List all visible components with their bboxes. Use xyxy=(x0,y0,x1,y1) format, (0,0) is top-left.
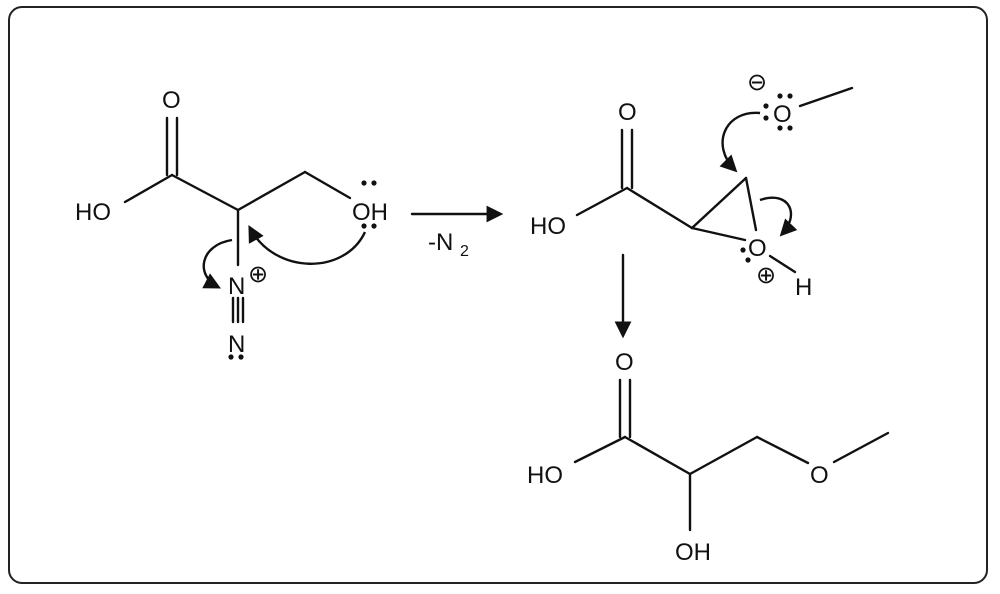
m2-hydroxyl-label: HO xyxy=(530,213,566,240)
bond-o-methyl xyxy=(798,86,854,108)
curved-arrow-n2-leaving xyxy=(202,238,233,289)
molecule-diazonium-serine: O HO OH N ⊕ N xyxy=(75,87,388,360)
m3-carbonyl-oxygen: O xyxy=(615,349,634,376)
bond-o-methyl xyxy=(832,431,890,464)
lone-pair-dot xyxy=(777,93,783,99)
bond-cbeta-o xyxy=(755,435,810,465)
lone-pair-dot xyxy=(763,115,769,121)
m2-ring-oxygen: O xyxy=(748,235,767,262)
lone-pair-dot xyxy=(763,103,769,109)
bond-epoxide-co1 xyxy=(690,226,747,242)
m2-proton: H xyxy=(795,274,812,301)
m2-carbonyl-oxygen: O xyxy=(618,99,637,126)
m3-ether-oxygen: O xyxy=(810,462,829,489)
lone-pair-dot xyxy=(361,180,367,186)
m1-hydroxyl-label: HO xyxy=(75,199,111,226)
m3-hydroxyl-label: HO xyxy=(527,462,563,489)
reaction-arrow-n2-loss: -N 2 xyxy=(410,205,504,260)
bond-c-calpha xyxy=(170,173,240,212)
lone-pair-dot xyxy=(787,125,793,131)
methoxide-charge: ⊖ xyxy=(747,69,767,96)
diagram-frame xyxy=(8,6,988,584)
lone-pair-dot xyxy=(787,93,793,99)
lone-pair-dot xyxy=(740,247,746,253)
bond-epoxide-cc xyxy=(690,176,748,230)
bond-calpha-cbeta xyxy=(688,435,759,476)
bond-c-calpha xyxy=(623,435,692,476)
m1-alcohol-label: OH xyxy=(352,199,388,226)
curved-arrow-ring-opening xyxy=(759,196,798,237)
m1-nitrogen-charge: ⊕ xyxy=(248,261,268,288)
m1-carbonyl-oxygen: O xyxy=(162,87,181,114)
bond-c-calpha xyxy=(625,186,694,230)
m1-nitrogen-1: N xyxy=(228,273,245,300)
bond-epoxide-co2 xyxy=(744,176,758,232)
lone-pair-dot xyxy=(745,257,751,263)
molecule-product: O HO OH O xyxy=(527,349,890,566)
reagent-label: -N xyxy=(428,229,453,256)
bond-cbeta-o xyxy=(303,170,352,200)
lone-pair-dot xyxy=(371,180,377,186)
m3-alcohol-label: OH xyxy=(675,539,711,566)
lone-pair-dot xyxy=(361,223,367,229)
methoxide-nucleophile: O ⊖ xyxy=(719,69,854,173)
molecule-protonated-epoxide: O HO O H ⊕ xyxy=(530,99,812,301)
curved-arrow-methoxide-attack xyxy=(719,111,761,173)
lone-pair-dot xyxy=(228,354,234,360)
lone-pair-dot xyxy=(371,223,377,229)
bond-ho-c xyxy=(123,173,174,204)
m2-oxonium-charge: ⊕ xyxy=(756,262,776,289)
lone-pair-dot xyxy=(238,354,244,360)
lone-pair-dot xyxy=(777,125,783,131)
curved-arrow-oh-attack xyxy=(248,225,367,265)
bond-ho-c xyxy=(575,186,629,217)
methoxide-oxygen: O xyxy=(773,101,792,128)
reagent-subscript: 2 xyxy=(460,243,469,260)
bond-ho-c xyxy=(573,435,627,464)
bond-calpha-cbeta xyxy=(236,170,307,212)
m1-nitrogen-2: N xyxy=(228,331,245,358)
bond-o-h xyxy=(768,254,797,274)
